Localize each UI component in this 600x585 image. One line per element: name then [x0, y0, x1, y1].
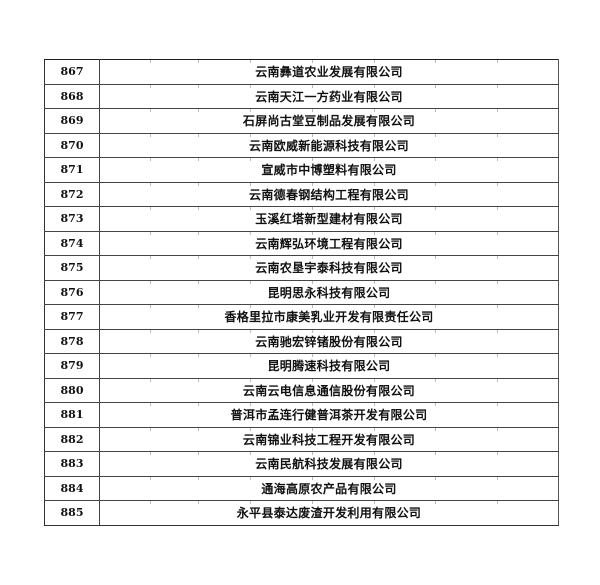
row-number: 874 [44, 230, 100, 256]
row-number: 881 [44, 402, 100, 428]
row-number: 873 [44, 206, 100, 232]
company-name: 云南辉弘环境工程有限公司 [99, 230, 559, 256]
row-number: 883 [44, 451, 100, 477]
row-number: 870 [44, 132, 100, 158]
company-name: 云南欧威新能源科技有限公司 [99, 132, 559, 158]
company-name: 云南农垦宇泰科技有限公司 [99, 255, 559, 281]
company-name: 香格里拉市康美乳业开发有限责任公司 [99, 304, 559, 330]
row-number: 878 [44, 328, 100, 354]
row-number: 879 [44, 353, 100, 379]
company-name: 云南德春钢结构工程有限公司 [99, 181, 559, 207]
row-number: 876 [44, 279, 100, 305]
company-name: 云南锦业科技工程开发有限公司 [99, 426, 559, 452]
company-name: 宣威市中博塑料有限公司 [99, 157, 559, 183]
row-number: 885 [44, 500, 100, 526]
row-number: 882 [44, 426, 100, 452]
row-number: 872 [44, 181, 100, 207]
company-name: 通海高原农产品有限公司 [99, 475, 559, 501]
company-name: 云南驰宏锌锗股份有限公司 [99, 328, 559, 354]
company-name: 昆明腾速科技有限公司 [99, 353, 559, 379]
company-name: 云南天江一方药业有限公司 [99, 83, 559, 109]
row-number: 884 [44, 475, 100, 501]
row-number: 880 [44, 377, 100, 403]
company-name: 云南云电信息通信股份有限公司 [99, 377, 559, 403]
row-number: 877 [44, 304, 100, 330]
row-number: 868 [44, 83, 100, 109]
company-name: 昆明思永科技有限公司 [99, 279, 559, 305]
row-number: 867 [44, 59, 100, 85]
company-name: 玉溪红塔新型建材有限公司 [99, 206, 559, 232]
row-number: 871 [44, 157, 100, 183]
row-number: 869 [44, 108, 100, 134]
row-number: 875 [44, 255, 100, 281]
company-name: 石屏尚古堂豆制品发展有限公司 [99, 108, 559, 134]
company-name: 云南民航科技发展有限公司 [99, 451, 559, 477]
company-name: 普洱市孟连行健普洱茶开发有限公司 [99, 402, 559, 428]
company-name: 云南彝道农业发展有限公司 [99, 59, 559, 85]
company-name: 永平县泰达废渣开发利用有限公司 [99, 500, 559, 526]
